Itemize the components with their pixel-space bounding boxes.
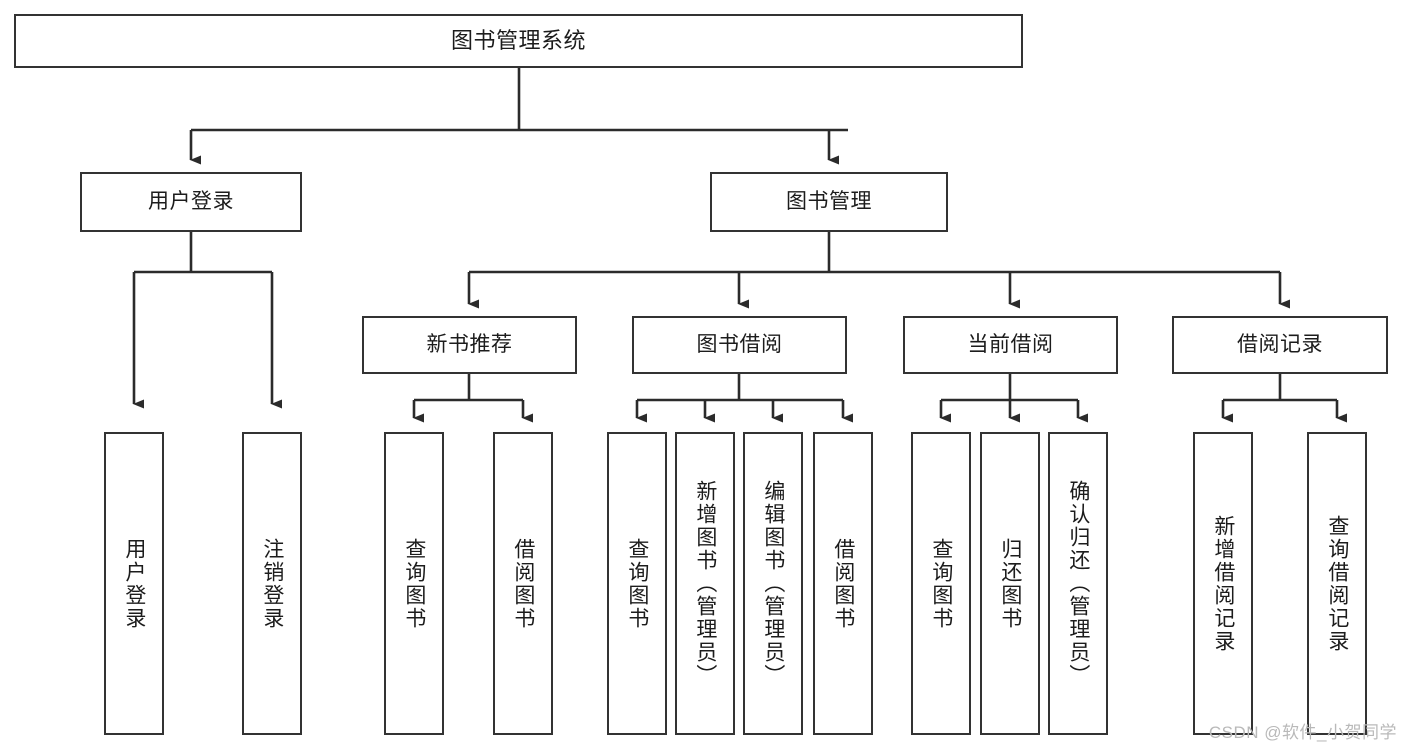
node-leaf-add-borrow-record[interactable]: 新增借阅记录 [1193,432,1253,735]
node-leaf-return-book-label: 归还图书 [998,537,1022,630]
node-book-manage[interactable]: 图书管理 [710,172,948,232]
node-leaf-logout-login-label: 注销登录 [260,537,284,630]
node-leaf-query-book-2-label: 查询图书 [625,537,649,630]
node-leaf-query-book-1[interactable]: 查询图书 [384,432,444,735]
node-leaf-add-book-label: 新增图书（管理员） [693,480,717,687]
node-leaf-query-book-3-label: 查询图书 [929,537,953,630]
node-leaf-borrow-book-1-label: 借阅图书 [511,537,535,630]
node-leaf-query-borrow-record-label: 查询借阅记录 [1325,514,1349,653]
node-root-label: 图书管理系统 [450,27,586,53]
node-book-borrow[interactable]: 图书借阅 [632,316,847,374]
node-leaf-confirm-return-label: 确认归还（管理员） [1066,480,1090,687]
node-current-borrow[interactable]: 当前借阅 [903,316,1118,374]
node-borrow-record[interactable]: 借阅记录 [1172,316,1388,374]
node-leaf-logout-login[interactable]: 注销登录 [242,432,302,735]
node-leaf-query-book-3[interactable]: 查询图书 [911,432,971,735]
node-new-book-recommend[interactable]: 新书推荐 [362,316,577,374]
node-leaf-add-book[interactable]: 新增图书（管理员） [675,432,735,735]
node-leaf-edit-book[interactable]: 编辑图书（管理员） [743,432,803,735]
node-leaf-confirm-return[interactable]: 确认归还（管理员） [1048,432,1108,735]
node-current-borrow-label: 当前借阅 [967,333,1054,357]
node-new-book-recommend-label: 新书推荐 [426,333,513,357]
node-leaf-add-borrow-record-label: 新增借阅记录 [1211,514,1235,653]
node-leaf-borrow-book-1[interactable]: 借阅图书 [493,432,553,735]
node-leaf-borrow-book-2-label: 借阅图书 [831,537,855,630]
node-leaf-user-login[interactable]: 用户登录 [104,432,164,735]
node-leaf-return-book[interactable]: 归还图书 [980,432,1040,735]
node-leaf-user-login-label: 用户登录 [122,537,146,630]
node-leaf-borrow-book-2[interactable]: 借阅图书 [813,432,873,735]
node-borrow-record-label: 借阅记录 [1237,333,1323,357]
node-book-manage-label: 图书管理 [786,190,872,214]
node-leaf-query-book-2[interactable]: 查询图书 [607,432,667,735]
node-user-login-label: 用户登录 [148,190,234,214]
watermark: CSDN @软件_小贺同学 [1208,723,1397,742]
node-leaf-query-book-1-label: 查询图书 [402,537,426,630]
node-root[interactable]: 图书管理系统 [14,14,1023,68]
node-user-login[interactable]: 用户登录 [80,172,302,232]
node-leaf-query-borrow-record[interactable]: 查询借阅记录 [1307,432,1367,735]
node-book-borrow-label: 图书借阅 [696,333,783,357]
node-leaf-edit-book-label: 编辑图书（管理员） [761,480,785,687]
